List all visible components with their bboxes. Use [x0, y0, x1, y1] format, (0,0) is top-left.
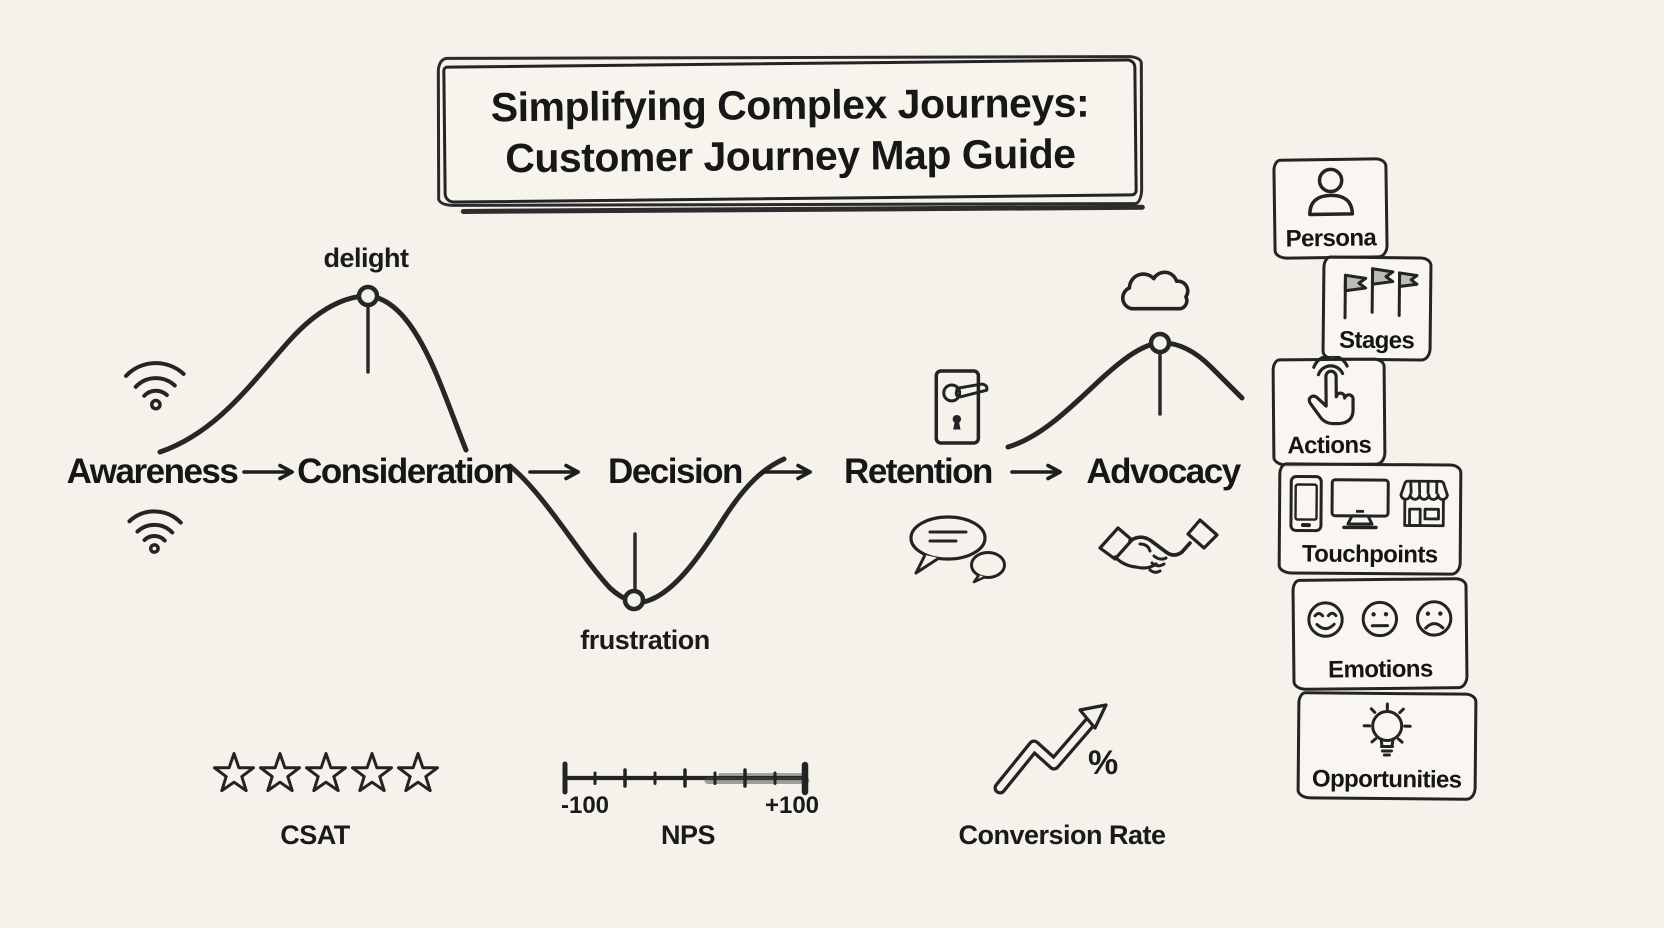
- nps-max-label: +100: [764, 792, 820, 819]
- cloud-icon: [1116, 262, 1204, 316]
- handshake-icon: [1096, 514, 1220, 588]
- door-handle-icon: [933, 366, 991, 448]
- devices-icon: [1281, 465, 1460, 541]
- person-icon: [1301, 165, 1360, 222]
- star-icon: [212, 752, 256, 796]
- title-box: Simplifying Complex Journeys: Customer J…: [442, 58, 1138, 204]
- curve-hill-consideration: [160, 296, 466, 452]
- tap-hand-icon: [1294, 356, 1365, 433]
- curve-hill-advocacy: [1008, 343, 1242, 447]
- stage-advocacy: Advocacy: [1086, 452, 1241, 491]
- title-line-1: Simplifying Complex Journeys:: [490, 79, 1090, 131]
- legend-touchpoints: Touchpoints: [1277, 462, 1463, 576]
- valley-marker: [625, 591, 643, 609]
- nps-min-label: -100: [560, 792, 610, 819]
- arrow-right-icon: [242, 463, 298, 481]
- arrow-right-icon: [528, 463, 584, 481]
- page-title: Simplifying Complex Journeys: Customer J…: [490, 78, 1089, 185]
- trend-arrow-icon: [992, 694, 1120, 802]
- neutral-face-icon: [1363, 602, 1397, 636]
- star-icon: [304, 752, 348, 796]
- stage-awareness: Awareness: [66, 452, 239, 491]
- star-icon: [396, 752, 440, 796]
- wifi-icon: [121, 497, 188, 556]
- sad-face-icon: [1417, 601, 1451, 635]
- legend-stages-label: Stages: [1338, 326, 1415, 355]
- legend-stages: Stages: [1321, 255, 1433, 362]
- stage-consideration: Consideration: [297, 452, 514, 491]
- happy-face-icon: [1309, 602, 1343, 636]
- star-icon: [350, 752, 394, 796]
- lightbulb-icon: [1359, 701, 1416, 759]
- stage-retention: Retention: [844, 452, 993, 491]
- smartphone-icon: [1289, 474, 1323, 532]
- csat-stars: [212, 752, 440, 796]
- legend-touchpoints-label: Touchpoints: [1301, 540, 1438, 569]
- faces-icon: [1299, 593, 1462, 645]
- flags-icon: [1335, 264, 1420, 323]
- title-line-2: Customer Journey Map Guide: [504, 130, 1076, 182]
- storefront-icon: [1397, 478, 1451, 530]
- wifi-icon: [117, 347, 193, 414]
- legend-persona: Persona: [1272, 157, 1389, 260]
- legend-opportunities: Opportunities: [1296, 691, 1478, 801]
- legend-persona-label: Persona: [1285, 224, 1377, 253]
- monitor-icon: [1330, 476, 1390, 530]
- csat-label: CSAT: [280, 820, 350, 850]
- peak-marker: [359, 287, 377, 305]
- percent-symbol: %: [1088, 744, 1119, 782]
- arrow-right-icon: [1010, 463, 1066, 481]
- advocacy-peak-marker: [1151, 334, 1169, 352]
- legend-emotions-label: Emotions: [1327, 655, 1433, 684]
- peak-label: delight: [323, 243, 410, 273]
- valley-label: frustration: [580, 625, 710, 655]
- nps-scale-icon: [560, 756, 810, 800]
- conversion-rate-label: Conversion Rate: [958, 820, 1166, 850]
- legend-actions-label: Actions: [1287, 431, 1372, 460]
- arrow-right-icon: [760, 463, 816, 481]
- stage-decision: Decision: [608, 452, 743, 491]
- legend-opportunities-label: Opportunities: [1311, 765, 1462, 794]
- star-icon: [258, 752, 302, 796]
- nps-label: NPS: [660, 820, 716, 850]
- legend-emotions: Emotions: [1291, 577, 1469, 691]
- legend-actions: Actions: [1271, 356, 1387, 467]
- curve-valley-decision: [510, 459, 784, 602]
- chat-bubbles-icon: [903, 512, 1008, 584]
